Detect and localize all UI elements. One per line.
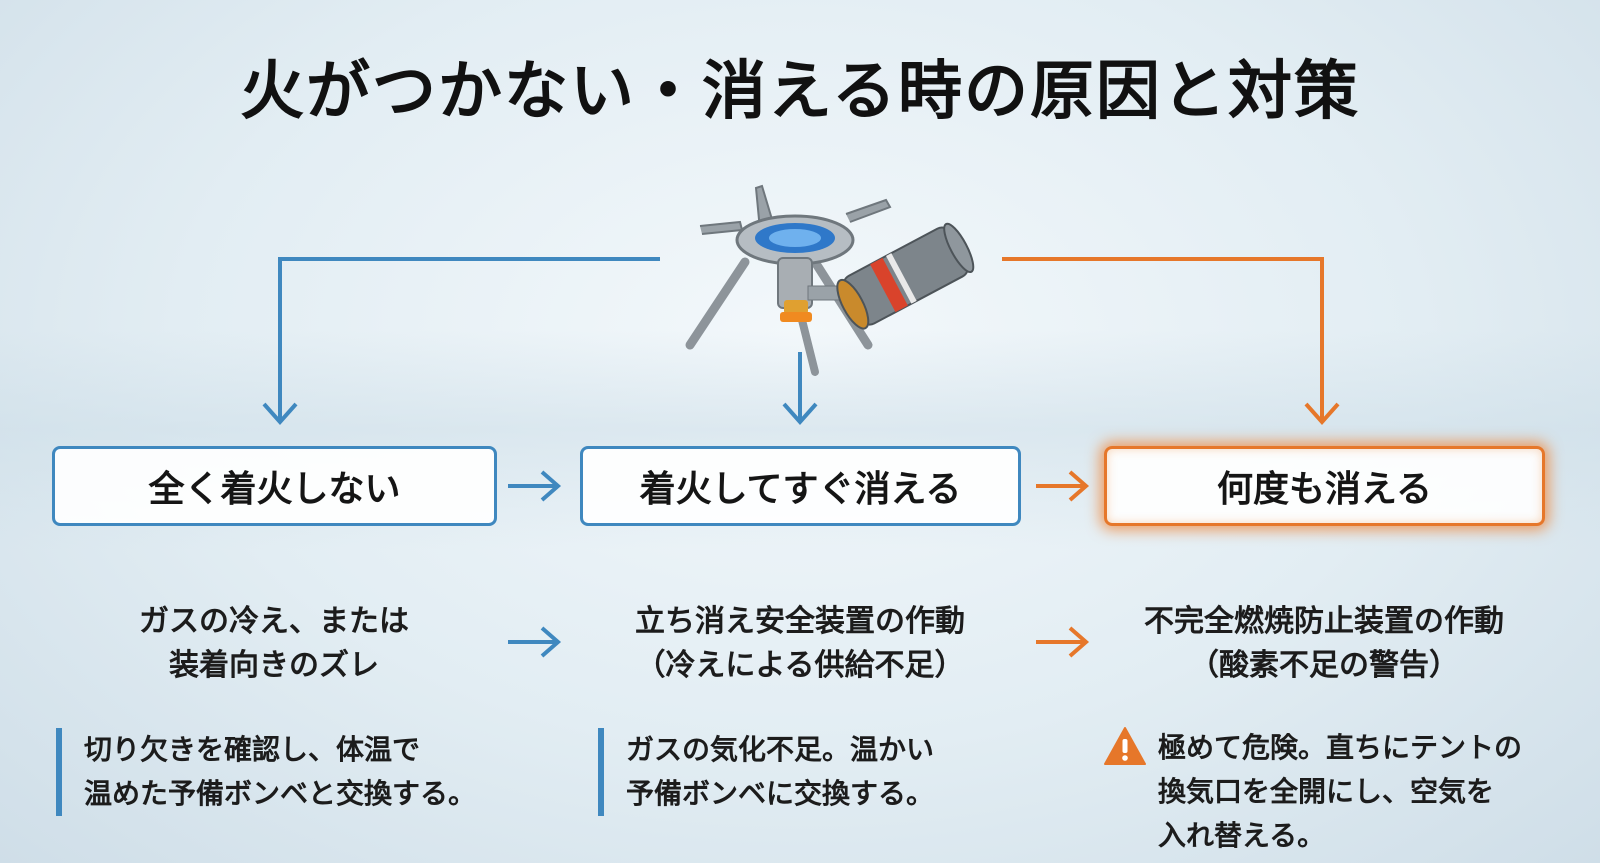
action-3-line-1: 極めて危険。直ちにテントの bbox=[1158, 731, 1523, 764]
action-1-line-1: 切り欠きを確認し、体温で bbox=[84, 733, 421, 766]
action-3-line-3: 入れ替える。 bbox=[1158, 819, 1326, 852]
warning-triangle-icon bbox=[1104, 727, 1146, 765]
arrowhead-left bbox=[262, 402, 298, 426]
step-box-goes-out-soon: 着火してすぐ消える bbox=[580, 446, 1021, 526]
cause-2: 立ち消え安全装置の作動 （冷えによる供給不足） bbox=[580, 600, 1020, 688]
arrowhead-center bbox=[782, 402, 818, 426]
cause-3: 不完全燃焼防止装置の作動 （酸素不足の警告） bbox=[1104, 600, 1544, 688]
cause-1-line-2: 装着向きのズレ bbox=[169, 648, 379, 683]
cause-2-line-2: （冷えによる供給不足） bbox=[635, 648, 965, 683]
connector-left bbox=[278, 257, 660, 420]
cause-arrowhead-2 bbox=[1068, 626, 1090, 658]
action-1: 切り欠きを確認し、体温で 温めた予備ボンベと交換する。 bbox=[56, 728, 476, 816]
step-box-no-ignition: 全く着火しない bbox=[52, 446, 497, 526]
arrowhead-right bbox=[1304, 402, 1340, 426]
cause-3-line-1: 不完全燃焼防止装置の作動 bbox=[1144, 604, 1504, 639]
cause-1-line-1: ガスの冷え、または bbox=[139, 604, 409, 639]
step-arrowhead-1 bbox=[540, 470, 562, 502]
step-arrowhead-2 bbox=[1068, 470, 1090, 502]
cause-3-line-2: （酸素不足の警告） bbox=[1189, 648, 1459, 683]
cause-arrowhead-1 bbox=[540, 626, 562, 658]
action-3: 極めて危険。直ちにテントの 換気口を全開にし、空気を 入れ替える。 bbox=[1158, 726, 1522, 858]
gas-stove-illustration bbox=[685, 184, 975, 376]
cause-2-line-1: 立ち消え安全装置の作動 bbox=[635, 604, 965, 639]
action-2: ガスの気化不足。温かい 予備ボンベに交換する。 bbox=[598, 728, 934, 816]
page-title: 火がつかない・消える時の原因と対策 bbox=[239, 55, 1361, 129]
action-2-line-2: 予備ボンベに交換する。 bbox=[626, 777, 935, 810]
cause-1: ガスの冷え、または 装着向きのズレ bbox=[54, 600, 494, 688]
step-box-goes-out-repeatedly: 何度も消える bbox=[1104, 446, 1545, 526]
action-1-line-2: 温めた予備ボンベと交換する。 bbox=[84, 777, 477, 810]
action-3-line-2: 換気口を全開にし、空気を bbox=[1158, 775, 1495, 808]
connector-right bbox=[1002, 257, 1324, 420]
action-2-line-1: ガスの気化不足。温かい bbox=[626, 733, 935, 766]
